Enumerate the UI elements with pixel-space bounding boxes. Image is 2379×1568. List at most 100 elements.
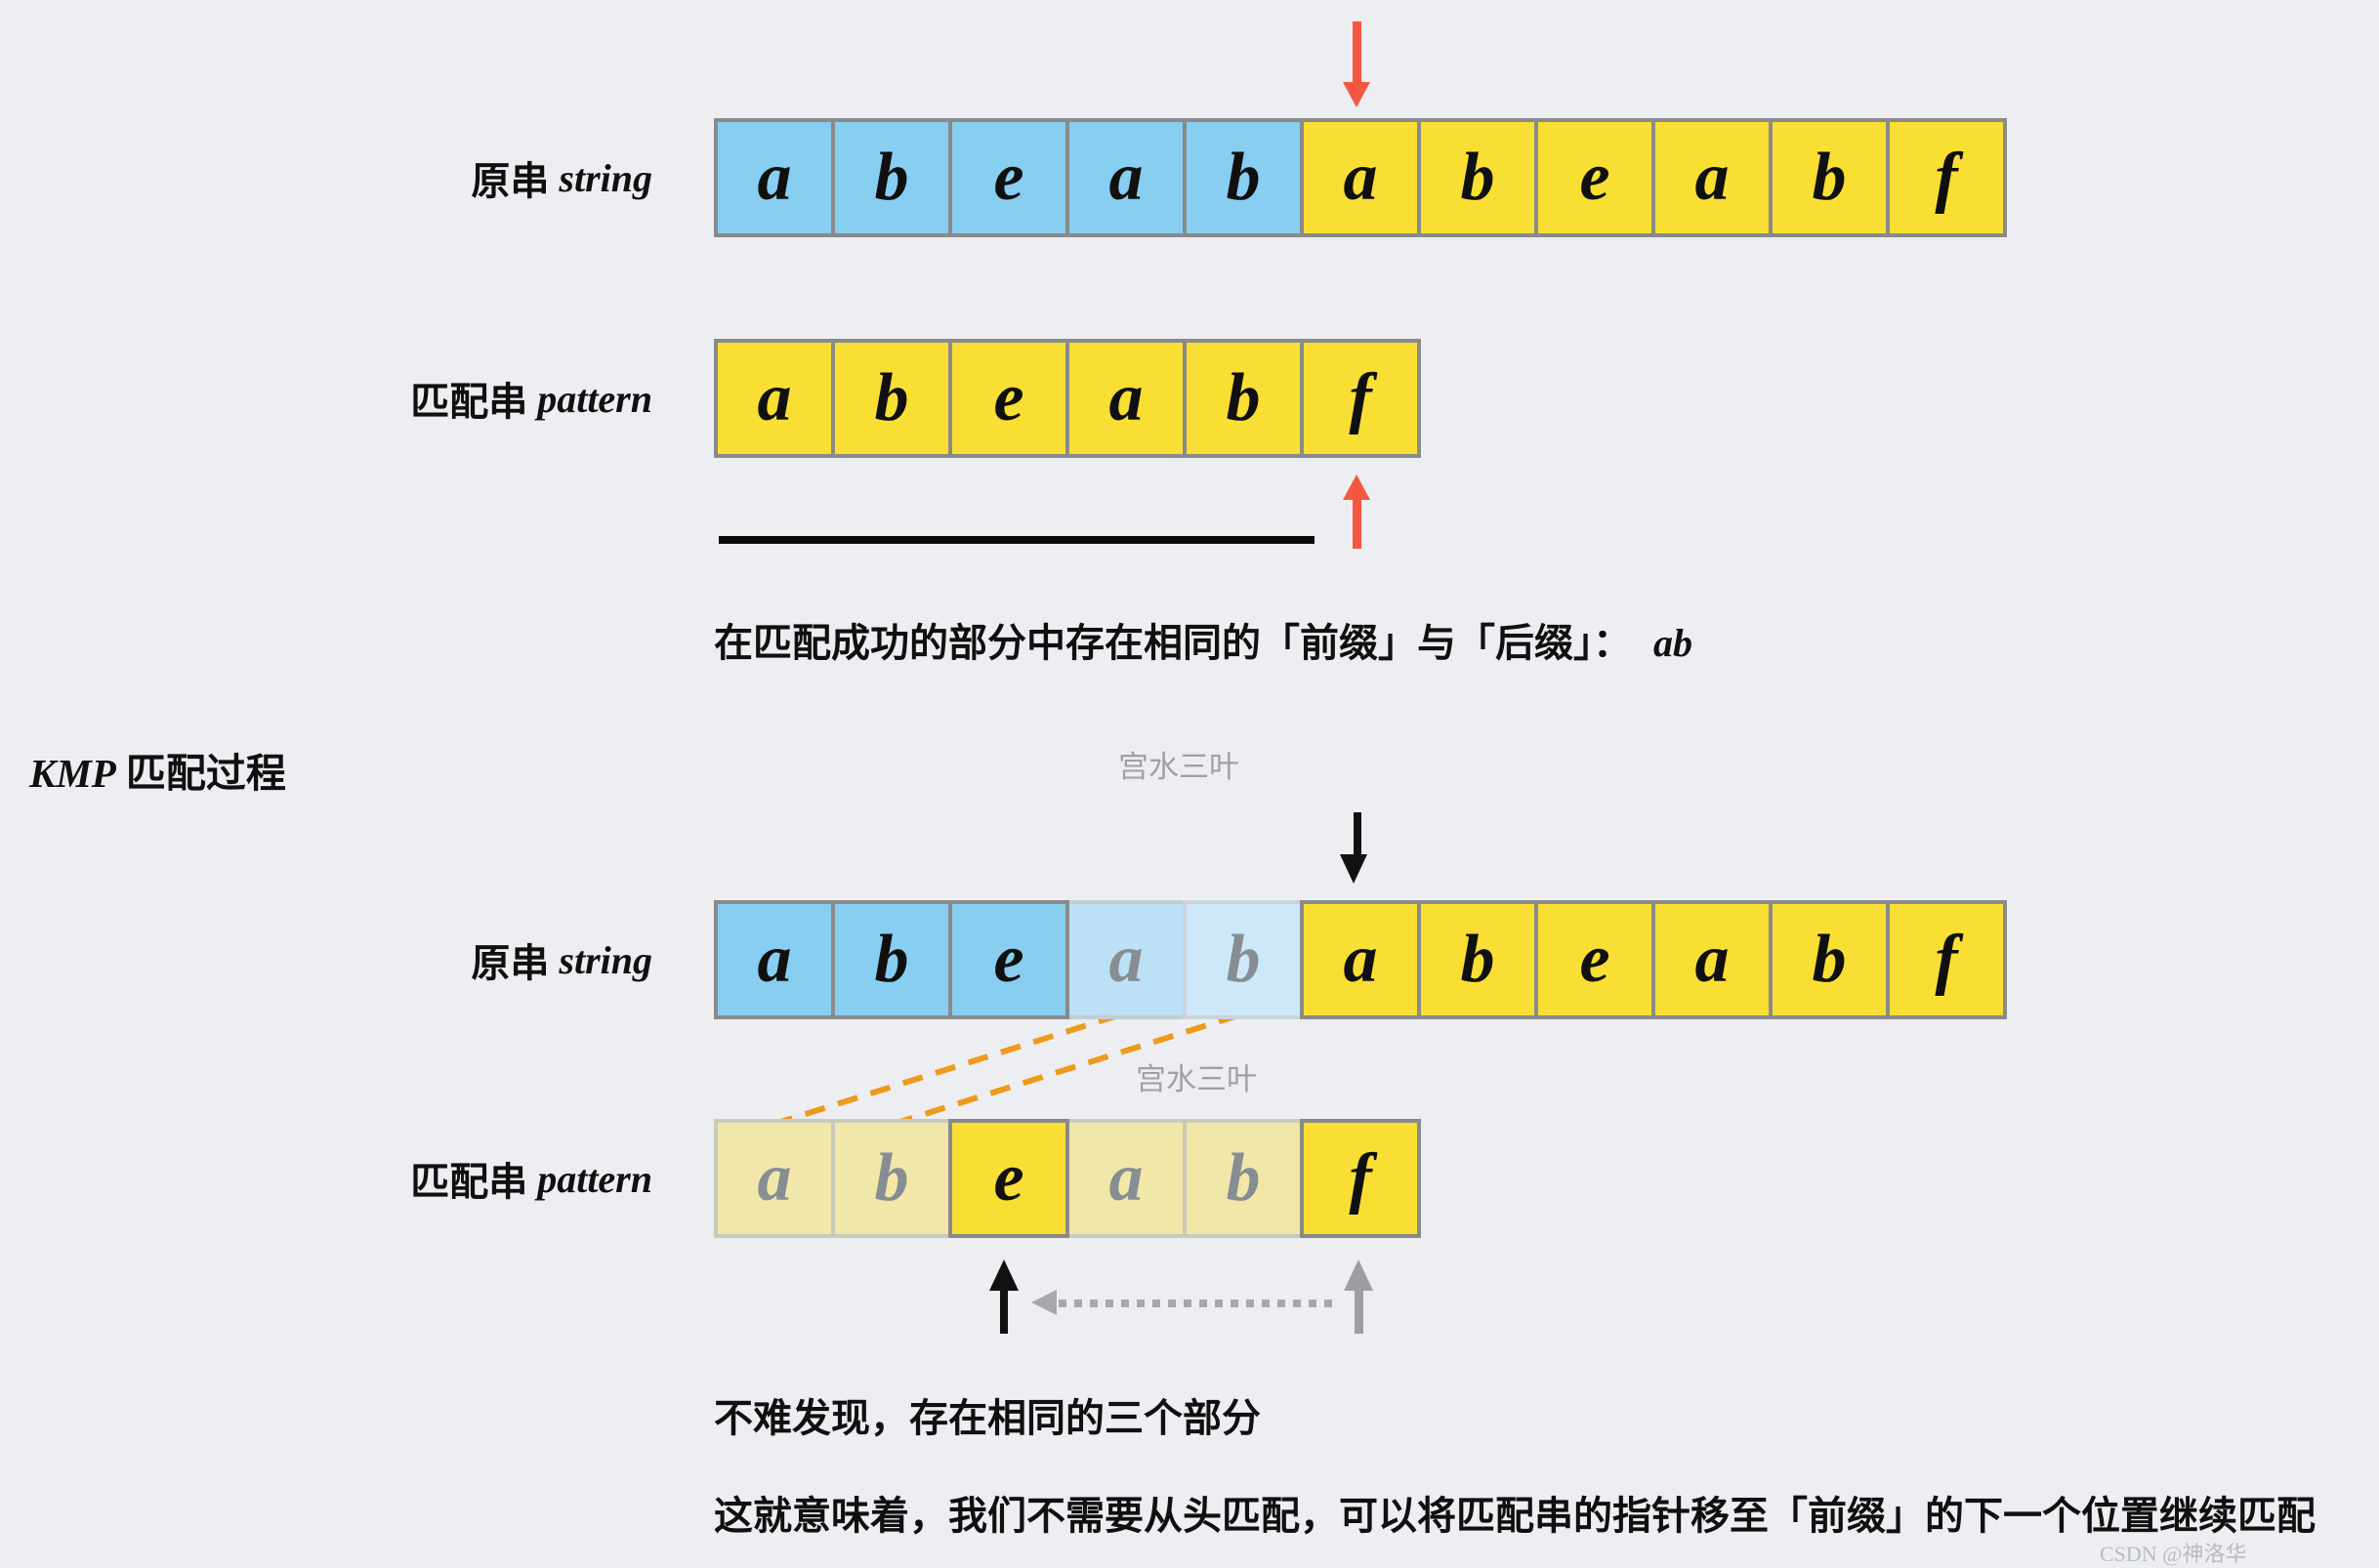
cell-letter: b	[874, 140, 909, 215]
caption-conclusion: 这就意味着，我们不需要从头匹配，可以将匹配串的指针移至「前缀」的下一个位置继续匹…	[714, 1494, 2316, 1538]
cell-e: e	[1534, 118, 1655, 237]
string-row-label: 原串 string	[340, 118, 652, 237]
cell-letter: e	[993, 360, 1024, 435]
cell-b: b	[1417, 900, 1538, 1019]
cell-letter: a	[757, 140, 792, 215]
cell-letter: a	[1694, 922, 1730, 997]
cell-letter: e	[993, 1140, 1024, 1216]
pattern-label-latin: pattern	[537, 376, 652, 421]
cell-f: f	[1300, 1119, 1421, 1238]
string-label-cjk: 原串	[471, 159, 550, 203]
cell-e: e	[948, 1119, 1069, 1238]
string-label-latin: string	[559, 155, 652, 200]
string-label-cjk: 原串	[471, 941, 550, 985]
cell-a: a	[1300, 118, 1421, 237]
cell-e: e	[948, 900, 1069, 1019]
cell-f: f	[1886, 900, 2007, 1019]
cell-b: b	[1769, 118, 1890, 237]
cell-b: b	[1183, 339, 1304, 458]
cell-letter: f	[1349, 1140, 1372, 1216]
pattern-label-latin: pattern	[537, 1156, 652, 1201]
caption-three-parts: 不难发现，存在相同的三个部分	[714, 1396, 1261, 1440]
cell-f: f	[1886, 118, 2007, 237]
string-row2-label: 原串 string	[340, 900, 652, 1019]
cell-b: b	[831, 339, 952, 458]
old-pointer-up-arrow-head	[1344, 1259, 1373, 1291]
cell-letter: a	[757, 1140, 792, 1216]
csdn-watermark: CSDN @神洛华	[2100, 1542, 2247, 1566]
string2-pointer-down-arrow-head	[1340, 854, 1367, 884]
matched-part-underline	[719, 536, 1315, 544]
cell-e: e	[948, 118, 1069, 237]
cell-b: b	[1183, 1119, 1304, 1238]
cell-letter: b	[1226, 360, 1261, 435]
pattern-pointer-up-arrow-head	[1343, 475, 1370, 500]
cell-letter: f	[1935, 140, 1958, 215]
cell-a: a	[1065, 900, 1187, 1019]
cell-letter: b	[874, 1140, 909, 1216]
cell-letter: a	[1108, 1140, 1144, 1216]
old-pointer-up-arrow-shaft	[1355, 1287, 1363, 1334]
new-pointer-up-arrow-head	[989, 1259, 1019, 1291]
cell-a: a	[1300, 900, 1421, 1019]
string-pointer-down-arrow-head	[1343, 82, 1370, 107]
pattern-row2-label: 匹配串 pattern	[340, 1119, 652, 1238]
caption-prefix-suffix: 在匹配成功的部分中存在相同的「前缀」与「后缀」： ab	[714, 611, 1692, 668]
pointer-move-arrow-head	[1031, 1290, 1057, 1315]
cell-a: a	[1065, 118, 1187, 237]
cell-f: f	[1300, 339, 1421, 458]
cell-letter: b	[1812, 140, 1847, 215]
cell-letter: e	[993, 922, 1024, 997]
cell-letter: b	[1226, 922, 1261, 997]
cell-letter: e	[1579, 922, 1610, 997]
cell-letter: b	[1812, 922, 1847, 997]
pattern-row-label: 匹配串 pattern	[340, 339, 652, 458]
cell-letter: a	[757, 360, 792, 435]
cell-a: a	[1651, 900, 1773, 1019]
cell-letter: e	[993, 140, 1024, 215]
cell-letter: a	[1343, 140, 1378, 215]
pattern-label-cjk: 匹配串	[410, 380, 528, 424]
cell-letter: b	[874, 922, 909, 997]
cell-letter: a	[1694, 140, 1730, 215]
cell-letter: a	[1343, 922, 1378, 997]
pattern-label-cjk: 匹配串	[410, 1160, 528, 1204]
cell-b: b	[1183, 118, 1304, 237]
cell-letter: f	[1935, 922, 1958, 997]
cell-a: a	[1065, 339, 1187, 458]
cell-b: b	[1183, 900, 1304, 1019]
cell-a: a	[714, 1119, 835, 1238]
cell-e: e	[948, 339, 1069, 458]
string-label-latin: string	[559, 937, 652, 982]
cell-b: b	[831, 1119, 952, 1238]
cell-a: a	[714, 339, 835, 458]
dashed-link-line-1	[771, 1012, 1119, 1128]
cell-e: e	[1534, 900, 1655, 1019]
cell-letter: b	[1226, 140, 1261, 215]
cell-letter: f	[1349, 360, 1372, 435]
kmp-cjk: 匹配过程	[125, 751, 286, 796]
cell-b: b	[1769, 900, 1890, 1019]
cell-letter: e	[1579, 140, 1610, 215]
cell-letter: a	[1108, 922, 1144, 997]
string2-pointer-down-arrow-shaft	[1354, 812, 1361, 857]
caption-text: 在匹配成功的部分中存在相同的「前缀」与「后缀」：	[714, 621, 1632, 665]
cell-letter: a	[1108, 360, 1144, 435]
cell-letter: b	[874, 360, 909, 435]
pointer-move-dotted-line	[1059, 1300, 1334, 1307]
watermark-2: 宫水三叶	[1136, 1062, 1257, 1096]
cell-a: a	[1065, 1119, 1187, 1238]
cell-letter: b	[1460, 140, 1495, 215]
caption-ab: ab	[1653, 621, 1692, 665]
cell-b: b	[831, 118, 952, 237]
cell-a: a	[714, 900, 835, 1019]
cell-a: a	[714, 118, 835, 237]
string-pointer-down-arrow-shaft	[1353, 21, 1361, 84]
watermark-1: 宫水三叶	[1118, 750, 1239, 784]
